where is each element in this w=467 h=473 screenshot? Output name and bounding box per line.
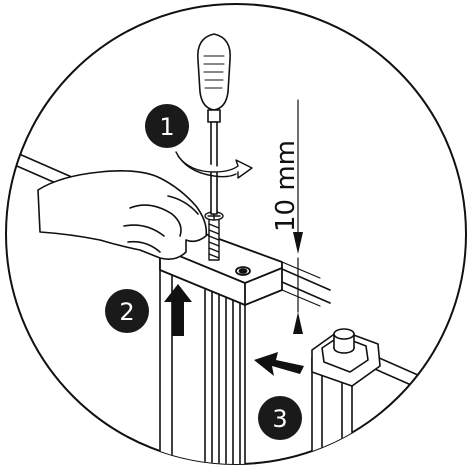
step-badge-3-label: 3 xyxy=(272,405,287,433)
arrow-up xyxy=(164,284,192,336)
rotation-arrow xyxy=(175,151,253,179)
step-badge-3: 3 xyxy=(258,396,302,440)
aluminium-profile xyxy=(159,257,246,464)
dimension-arrowheads xyxy=(293,232,303,334)
step-badge-2-label: 2 xyxy=(119,298,134,326)
dimension-lines xyxy=(281,99,321,313)
clamp-fitting xyxy=(311,328,381,387)
dimension-label: 10 mm xyxy=(271,140,301,232)
screw xyxy=(204,211,224,261)
hand xyxy=(37,170,208,260)
step-badge-1: 1 xyxy=(145,104,189,148)
step-badge-1-label: 1 xyxy=(159,113,174,141)
step-badge-2: 2 xyxy=(105,289,149,333)
arrow-left xyxy=(254,352,304,376)
